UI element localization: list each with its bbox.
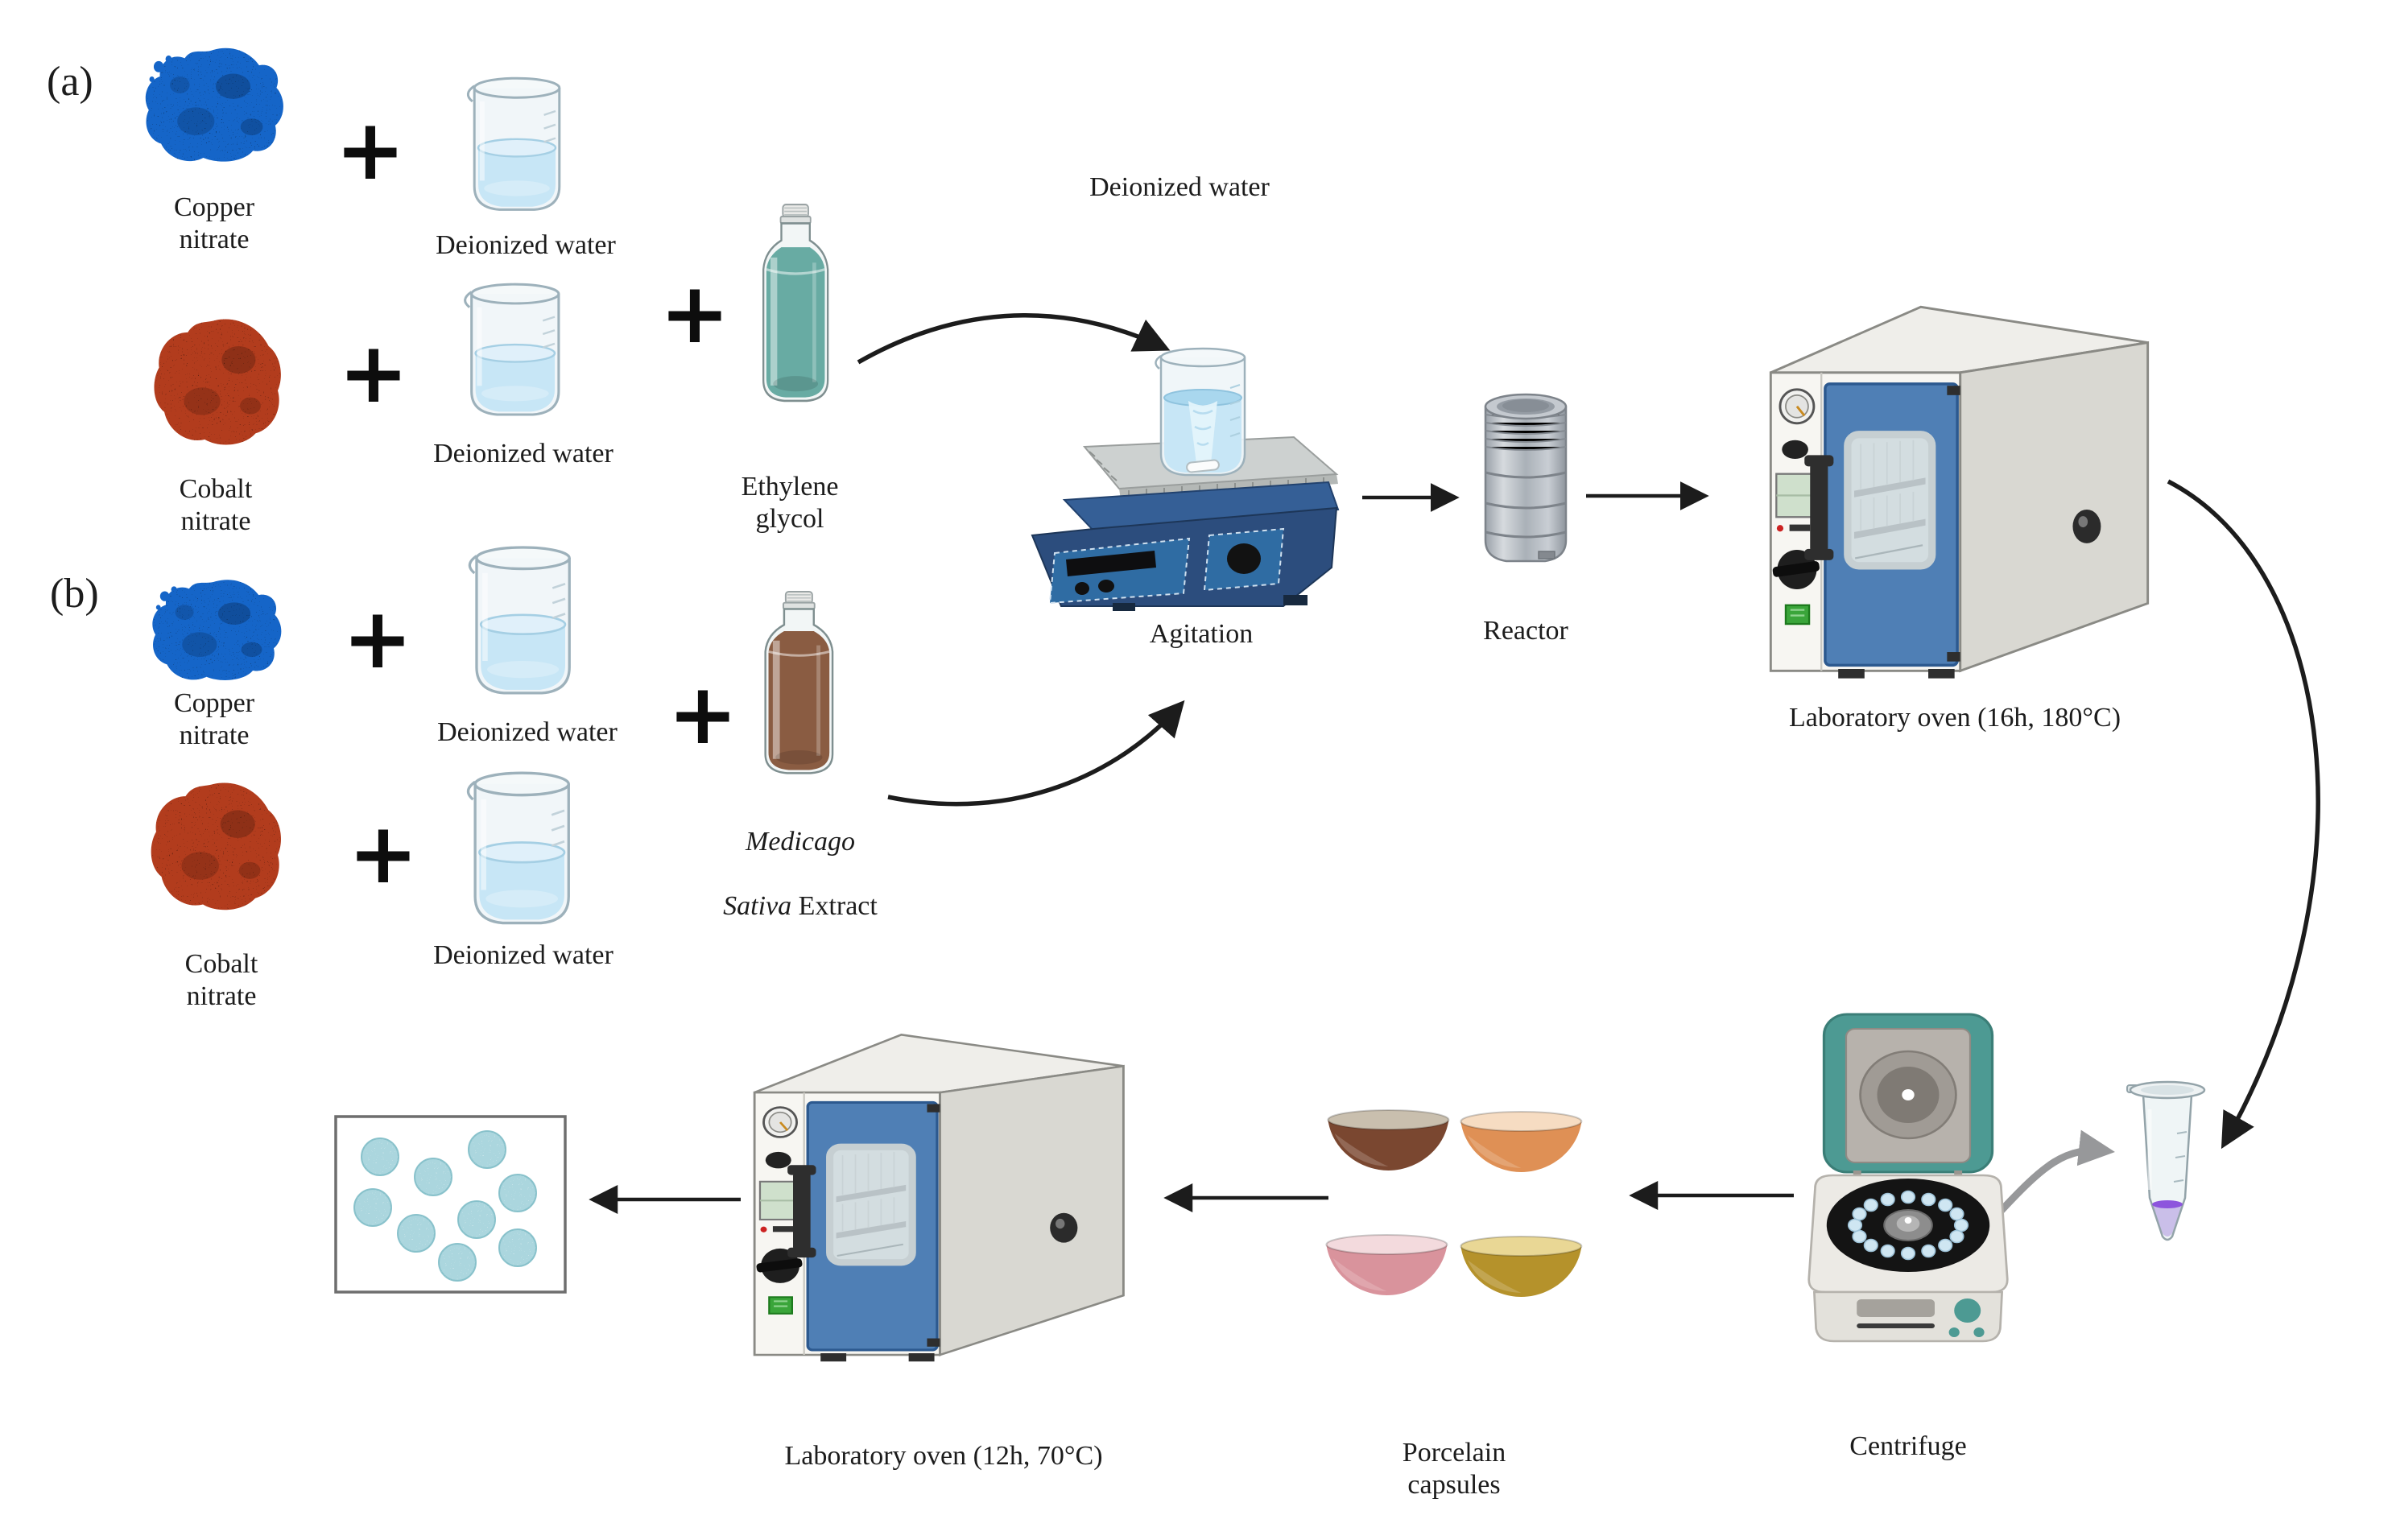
laboratory-oven-dry: [754, 1034, 1123, 1361]
plus-icon: +: [335, 100, 406, 199]
deionized-water-beaker-a2: [465, 284, 559, 415]
microcentrifuge-tube: [2127, 1082, 2204, 1240]
porcelain-capsule-orange: [1460, 1110, 1583, 1174]
cobalt-nitrate-label-a: Cobalt nitrate: [179, 474, 253, 536]
nanoparticle: [499, 1229, 536, 1266]
deionized-water-label-a1: Deionized water: [436, 230, 616, 260]
nanoparticle: [499, 1175, 536, 1212]
deionized-water-label-a2: Deionized water: [433, 439, 613, 469]
deionized-water-beaker-b1: [469, 547, 569, 693]
arrow-centrifuge-to-tube: [1992, 1129, 2115, 1220]
laboratory-oven-hot-label: Laboratory oven (16h, 180°C): [1788, 703, 2121, 733]
arrow-extract-to-agitation: [887, 700, 1185, 807]
plus-icon: +: [342, 588, 413, 687]
laboratory-oven-hot: [1770, 307, 2147, 678]
deionized-water-beaker-b2: [468, 773, 568, 923]
arrow-oven-to-tube: [2167, 479, 2320, 1150]
porcelain-capsule-brown: [1327, 1109, 1450, 1172]
nanoparticle: [398, 1215, 435, 1252]
centrifuge-label: Centrifuge: [1849, 1431, 1967, 1461]
extract-label-line2-italic: Sativa: [723, 891, 792, 921]
ethylene-glycol-label: Ethylene glycol: [741, 472, 839, 534]
porcelain-capsule-pink: [1325, 1233, 1448, 1297]
copper-nitrate-powder-b: [152, 580, 281, 680]
medicago-sativa-extract-label: Medicago Sativa Extract: [704, 794, 897, 923]
nanoparticle: [458, 1201, 495, 1238]
nanoparticle: [469, 1131, 506, 1168]
cobalt-nitrate-powder-b: [151, 783, 281, 910]
porcelain-capsule-gold: [1460, 1235, 1583, 1298]
agitation-beaker: [1155, 347, 1246, 477]
panel-a-label: (a): [47, 59, 93, 105]
reactor-vessel: [1484, 393, 1568, 563]
deionized-water-beaker-a1: [468, 78, 559, 209]
laboratory-oven-dry-label: Laboratory oven (12h, 70°C): [784, 1441, 1103, 1471]
cobalt-nitrate-label-b: Cobalt nitrate: [184, 949, 258, 1011]
arrow-glycol-to-agitation: [857, 312, 1171, 365]
deionized-water-label-b1: Deionized water: [437, 717, 618, 747]
porcelain-capsules-label: Porcelain capsules: [1402, 1438, 1506, 1500]
agitation-label: Agitation: [1149, 619, 1254, 649]
nanoparticle: [354, 1189, 391, 1226]
plus-icon: +: [667, 664, 738, 763]
copper-nitrate-label-a: Copper nitrate: [173, 192, 255, 254]
plus-icon: +: [659, 263, 730, 362]
centrifuge-device: [1807, 1013, 2009, 1343]
copper-nitrate-label-b: Copper nitrate: [173, 688, 255, 750]
nanoparticle: [361, 1138, 399, 1175]
plus-icon: +: [348, 803, 419, 902]
ethylene-glycol-bottle: [763, 204, 828, 401]
cobalt-nitrate-powder-a: [154, 319, 280, 444]
panel-b-label: (b): [50, 571, 99, 617]
deionized-water-added-label: Deionized water: [1089, 172, 1270, 202]
porcelain-capsules-group: [1325, 1109, 1583, 1298]
medicago-sativa-extract-bottle: [766, 592, 832, 773]
deionized-water-label-b2: Deionized water: [433, 940, 613, 970]
nanoparticle: [415, 1158, 452, 1195]
plus-icon: +: [338, 323, 409, 422]
reactor-label: Reactor: [1483, 616, 1568, 646]
extract-label-line2-regular: Extract: [791, 891, 878, 921]
copper-nitrate-powder-a: [146, 48, 283, 162]
nanoparticle: [439, 1244, 476, 1281]
flow-arrows: [589, 312, 2320, 1220]
nanoparticle-product-box: [334, 1115, 567, 1294]
extract-label-line1: Medicago: [746, 827, 855, 857]
